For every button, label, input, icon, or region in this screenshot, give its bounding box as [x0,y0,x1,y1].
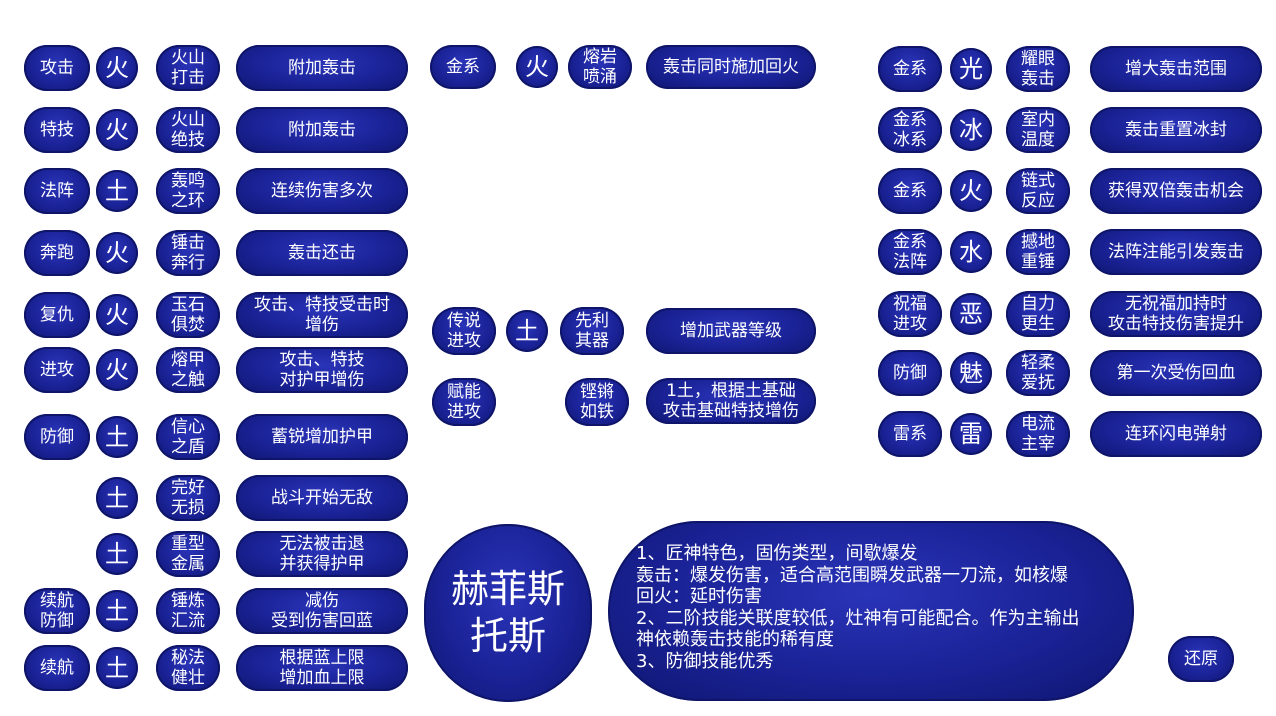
hero-name[interactable]: 赫菲斯 托斯 [424,524,592,702]
category-pill[interactable]: 祝福 进攻 [878,291,942,337]
skill-pill[interactable]: 轻柔 爱抚 [1006,350,1070,396]
category-pill[interactable]: 续航 防御 [24,588,90,634]
skill-pill[interactable]: 重型 金属 [156,531,220,577]
reset-button[interactable]: 还原 [1168,636,1234,682]
skill-pill[interactable]: 电流 主宰 [1006,411,1070,457]
element-icon[interactable]: 魅 [950,352,992,394]
skill-pill[interactable]: 锤击 奔行 [156,230,220,276]
skill-pill[interactable]: 熔岩 喷涌 [568,45,632,89]
effect-pill[interactable]: 蓄锐增加护甲 [236,414,408,460]
effect-pill[interactable]: 减伤 受到伤害回蓝 [236,588,408,634]
skill-pill[interactable]: 轰鸣 之环 [156,168,220,214]
skill-pill[interactable]: 秘法 健壮 [156,645,220,691]
effect-pill[interactable]: 第一次受伤回血 [1090,350,1262,396]
effect-pill[interactable]: 攻击、特技受击时 增伤 [236,292,408,338]
category-pill[interactable]: 进攻 [24,347,90,393]
category-pill[interactable]: 奔跑 [24,230,90,276]
element-icon[interactable]: 火 [950,170,992,212]
element-icon[interactable]: 火 [96,232,138,274]
effect-pill[interactable]: 无法被击退 并获得护甲 [236,531,408,577]
element-icon[interactable]: 火 [96,109,138,151]
category-pill[interactable]: 传说 进攻 [432,307,496,355]
skill-pill[interactable]: 火山 绝技 [156,107,220,153]
note-line: 神依赖轰击技能的稀有度 [636,629,834,651]
effect-pill[interactable]: 攻击、特技 对护甲增伤 [236,347,408,393]
skill-pill[interactable]: 熔甲 之触 [156,347,220,393]
effect-pill[interactable]: 增加武器等级 [646,308,816,354]
effect-pill[interactable]: 附加轰击 [236,107,408,153]
effect-pill[interactable]: 附加轰击 [236,45,408,91]
skill-pill[interactable]: 耀眼 轰击 [1006,46,1070,92]
note-line: 轰击：爆发伤害，适合高范围瞬发武器一刀流，如核爆 [636,564,1068,586]
skill-pill[interactable]: 室内 温度 [1006,107,1070,153]
element-icon[interactable]: 恶 [950,293,992,335]
skill-pill[interactable]: 锤炼 汇流 [156,588,220,634]
category-pill[interactable]: 特技 [24,107,90,153]
note-line: 回火：延时伤害 [636,586,762,608]
notes-panel: 1、匠神特色，固伤类型，间歇爆发 轰击：爆发伤害，适合高范围瞬发武器一刀流，如核… [608,521,1134,701]
skill-pill[interactable]: 先利 其器 [560,307,624,355]
element-icon[interactable]: 土 [96,647,138,689]
effect-pill[interactable]: 轰击重置冰封 [1090,107,1262,153]
category-pill[interactable]: 金系 [878,168,942,214]
category-pill[interactable]: 金系 [430,45,496,89]
element-icon[interactable]: 火 [516,46,558,88]
skill-pill[interactable]: 火山 打击 [156,45,220,91]
effect-pill[interactable]: 无祝福加持时 攻击特技伤害提升 [1090,291,1262,337]
element-icon[interactable]: 光 [950,48,992,90]
element-icon[interactable]: 土 [96,533,138,575]
effect-pill[interactable]: 轰击还击 [236,230,408,276]
note-line: 3、防御技能优秀 [636,650,774,672]
effect-pill[interactable]: 战斗开始无敌 [236,475,408,521]
effect-pill[interactable]: 法阵注能引发轰击 [1090,229,1262,275]
effect-pill[interactable]: 获得双倍轰击机会 [1090,168,1262,214]
effect-pill[interactable]: 1土，根据土基础 攻击基础特技增伤 [646,378,816,424]
skill-pill[interactable]: 完好 无损 [156,475,220,521]
category-pill[interactable]: 金系 法阵 [878,229,942,275]
category-pill[interactable]: 金系 [878,46,942,92]
element-icon[interactable]: 雷 [950,413,992,455]
skill-pill[interactable]: 自力 更生 [1006,291,1070,337]
skill-pill[interactable]: 玉石 俱焚 [156,292,220,338]
skill-pill[interactable]: 链式 反应 [1006,168,1070,214]
effect-pill[interactable]: 根据蓝上限 增加血上限 [236,645,408,691]
skill-pill[interactable]: 信心 之盾 [156,414,220,460]
element-icon[interactable]: 冰 [950,109,992,151]
effect-pill[interactable]: 连环闪电弹射 [1090,411,1262,457]
effect-pill[interactable]: 连续伤害多次 [236,168,408,214]
element-icon[interactable]: 土 [96,170,138,212]
category-pill[interactable]: 法阵 [24,168,90,214]
element-icon[interactable]: 水 [950,231,992,273]
element-icon[interactable]: 火 [96,349,138,391]
effect-pill[interactable]: 轰击同时施加回火 [646,45,816,89]
category-pill[interactable]: 复仇 [24,292,90,338]
element-icon[interactable]: 土 [506,310,548,352]
element-icon[interactable]: 火 [96,294,138,336]
category-pill[interactable]: 金系 冰系 [878,107,942,153]
note-line: 1、匠神特色，固伤类型，间歇爆发 [636,543,918,564]
category-pill[interactable]: 攻击 [24,45,90,91]
element-icon[interactable]: 火 [96,47,138,89]
category-pill[interactable]: 防御 [24,414,90,460]
element-icon[interactable]: 土 [96,590,138,632]
effect-pill[interactable]: 增大轰击范围 [1090,46,1262,92]
category-pill[interactable]: 续航 [24,645,90,691]
category-pill[interactable]: 雷系 [878,411,942,457]
element-icon[interactable]: 土 [96,416,138,458]
skill-pill[interactable]: 铿锵 如铁 [565,378,629,426]
skill-pill[interactable]: 撼地 重锤 [1006,229,1070,275]
category-pill[interactable]: 防御 [878,350,942,396]
note-line: 2、二阶技能关联度较低，灶神有可能配合。作为主输出 [636,607,1080,629]
category-pill[interactable]: 赋能 进攻 [432,378,496,426]
element-icon[interactable]: 土 [96,477,138,519]
